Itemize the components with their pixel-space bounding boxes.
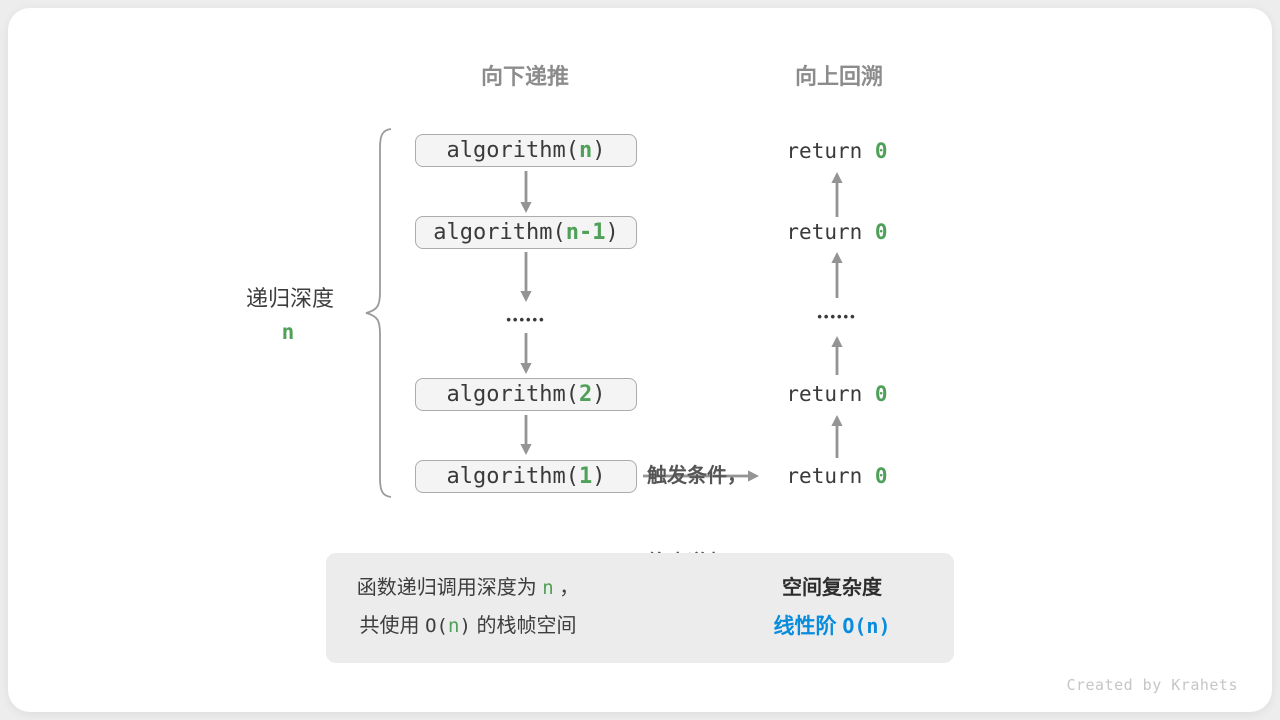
recursion-depth-label: 递归深度 [245,286,334,311]
code-text: ) [592,138,606,163]
return-value: 0 [874,464,888,488]
code-arg: 1 [578,464,593,489]
column-header-downward: 向下递推 [480,64,569,89]
complexity-order: 线性阶 [773,615,843,638]
stack-frame-box: algorithm(2) [415,378,637,411]
summary-panel [326,553,954,663]
summary-cause: 函数递归调用深度为 n ， 共使用 O(n) 的栈帧空间 [338,569,598,645]
return-statement: return 0 [737,137,937,165]
recursion-depth-value: n [281,320,295,344]
space-complexity-value: 线性阶 O(n) [716,607,948,646]
code-arg: n-1 [565,220,606,245]
code-text: return [786,139,875,163]
big-o-open: O( [425,615,448,637]
space-complexity-title: 空间复杂度 [782,577,882,599]
code-arg: 2 [578,382,593,407]
summary-text: 共使用 [359,615,426,637]
code-text: algorithm( [433,220,566,245]
code-text: return [786,464,875,488]
code-text: ) [605,220,619,245]
code-text: ) [592,382,606,407]
termination-note-line1: 触发条件， [647,465,747,487]
code-text: return [786,220,875,244]
var-n: n [866,614,879,638]
code-text: algorithm( [446,138,579,163]
summary-cause-line1: 函数递归调用深度为 n ， [338,569,598,607]
big-o-close: ) [878,614,891,638]
var-n: n [542,577,554,599]
return-value: 0 [874,382,888,406]
code-text: algorithm( [446,382,579,407]
return-statement: return 0 [737,462,937,490]
return-value: 0 [874,220,888,244]
var-n: n [447,615,460,637]
return-statement: return 0 [737,218,937,246]
code-text: ) [592,464,606,489]
stack-frame-box: algorithm(n-1) [415,216,637,249]
stack-frame-box: algorithm(n) [415,134,637,167]
code-text: algorithm( [446,464,579,489]
big-o-close: ) [459,615,471,637]
column-header-upward: 向上回溯 [794,64,883,89]
summary-result: 空间复杂度 线性阶 O(n) [716,569,948,646]
summary-text: ， [553,577,580,599]
code-arg: n [578,138,593,163]
ellipsis-right: •••••• [817,309,857,324]
stack-frame-box: algorithm(1) [415,460,637,493]
big-o-open: O( [842,614,867,638]
credit-text: Created by Krahets [1066,676,1238,694]
summary-text: 的栈帧空间 [470,615,577,637]
return-statement: return 0 [737,380,937,408]
summary-text: 函数递归调用深度为 [356,577,543,599]
ellipsis-left: •••••• [506,312,546,327]
code-text: return [786,382,875,406]
return-value: 0 [874,139,888,163]
summary-cause-line2: 共使用 O(n) 的栈帧空间 [338,607,598,645]
